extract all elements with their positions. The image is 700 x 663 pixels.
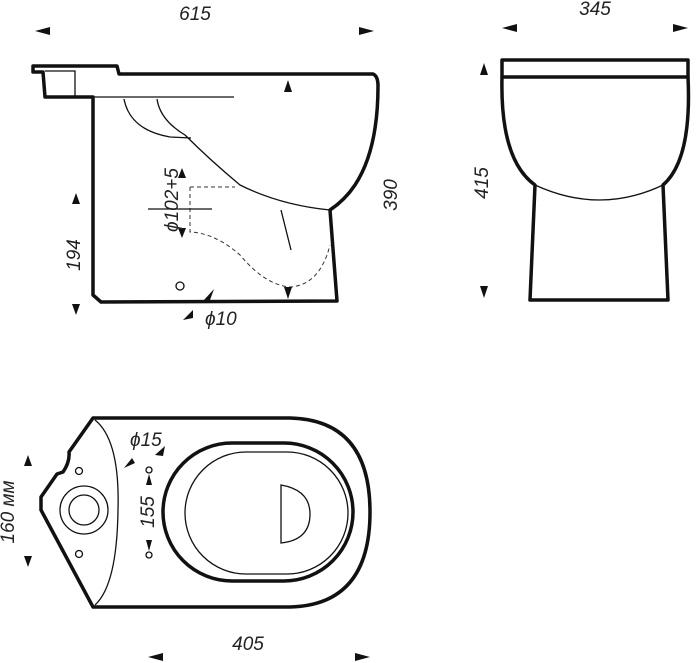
side-width-label: 615 xyxy=(179,4,211,25)
side-height-label: 390 xyxy=(381,179,402,211)
top-view: ϕ15 155 160 мм 405 xyxy=(0,416,372,661)
tank-width-label: 160 мм xyxy=(0,480,19,543)
front-height-label: 415 xyxy=(472,167,493,199)
bowl-base-line xyxy=(534,184,664,201)
seat-hole xyxy=(145,466,153,474)
phi15-arrows xyxy=(124,446,165,468)
seat-hole-diameter-label: ϕ15 xyxy=(130,430,162,451)
flush-ring-outer xyxy=(59,485,109,535)
front-width-label: 345 xyxy=(579,0,611,20)
tank-width-arrows xyxy=(24,455,32,567)
hole-diameter-label: ϕ10 xyxy=(205,309,237,330)
front-view: 345 415 xyxy=(472,0,691,302)
seat-hole xyxy=(145,551,153,559)
side-outline xyxy=(31,64,380,304)
seat-rim xyxy=(500,58,690,79)
tank-hole xyxy=(74,549,84,559)
outlet-diameter-label: ϕ102+5 xyxy=(162,168,183,232)
bowl-length-label: 405 xyxy=(232,634,264,655)
flush-ring-inner xyxy=(68,494,100,526)
seat-hole-spacing-label: 155 xyxy=(138,496,159,528)
center-lines xyxy=(148,208,292,251)
hole-arrows xyxy=(183,289,214,320)
outlet-height-label: 194 xyxy=(64,239,85,271)
top-outline xyxy=(39,416,372,609)
fixing-hole xyxy=(175,281,185,291)
front-width-arrows xyxy=(502,24,688,32)
bowl-inner xyxy=(184,451,349,575)
trapway-lines xyxy=(123,98,331,211)
height-arrows xyxy=(284,80,292,299)
front-outline xyxy=(500,76,691,302)
bowl-rim xyxy=(161,441,355,583)
outlet-hidden xyxy=(189,186,331,288)
width-arrows xyxy=(35,27,374,35)
outlet-d xyxy=(280,484,311,544)
side-view: 615 390 194 ϕ102+5 ϕ10 xyxy=(31,4,402,330)
tank-hole xyxy=(74,466,84,476)
tank-edge xyxy=(94,419,119,606)
tank-lines xyxy=(45,70,234,98)
